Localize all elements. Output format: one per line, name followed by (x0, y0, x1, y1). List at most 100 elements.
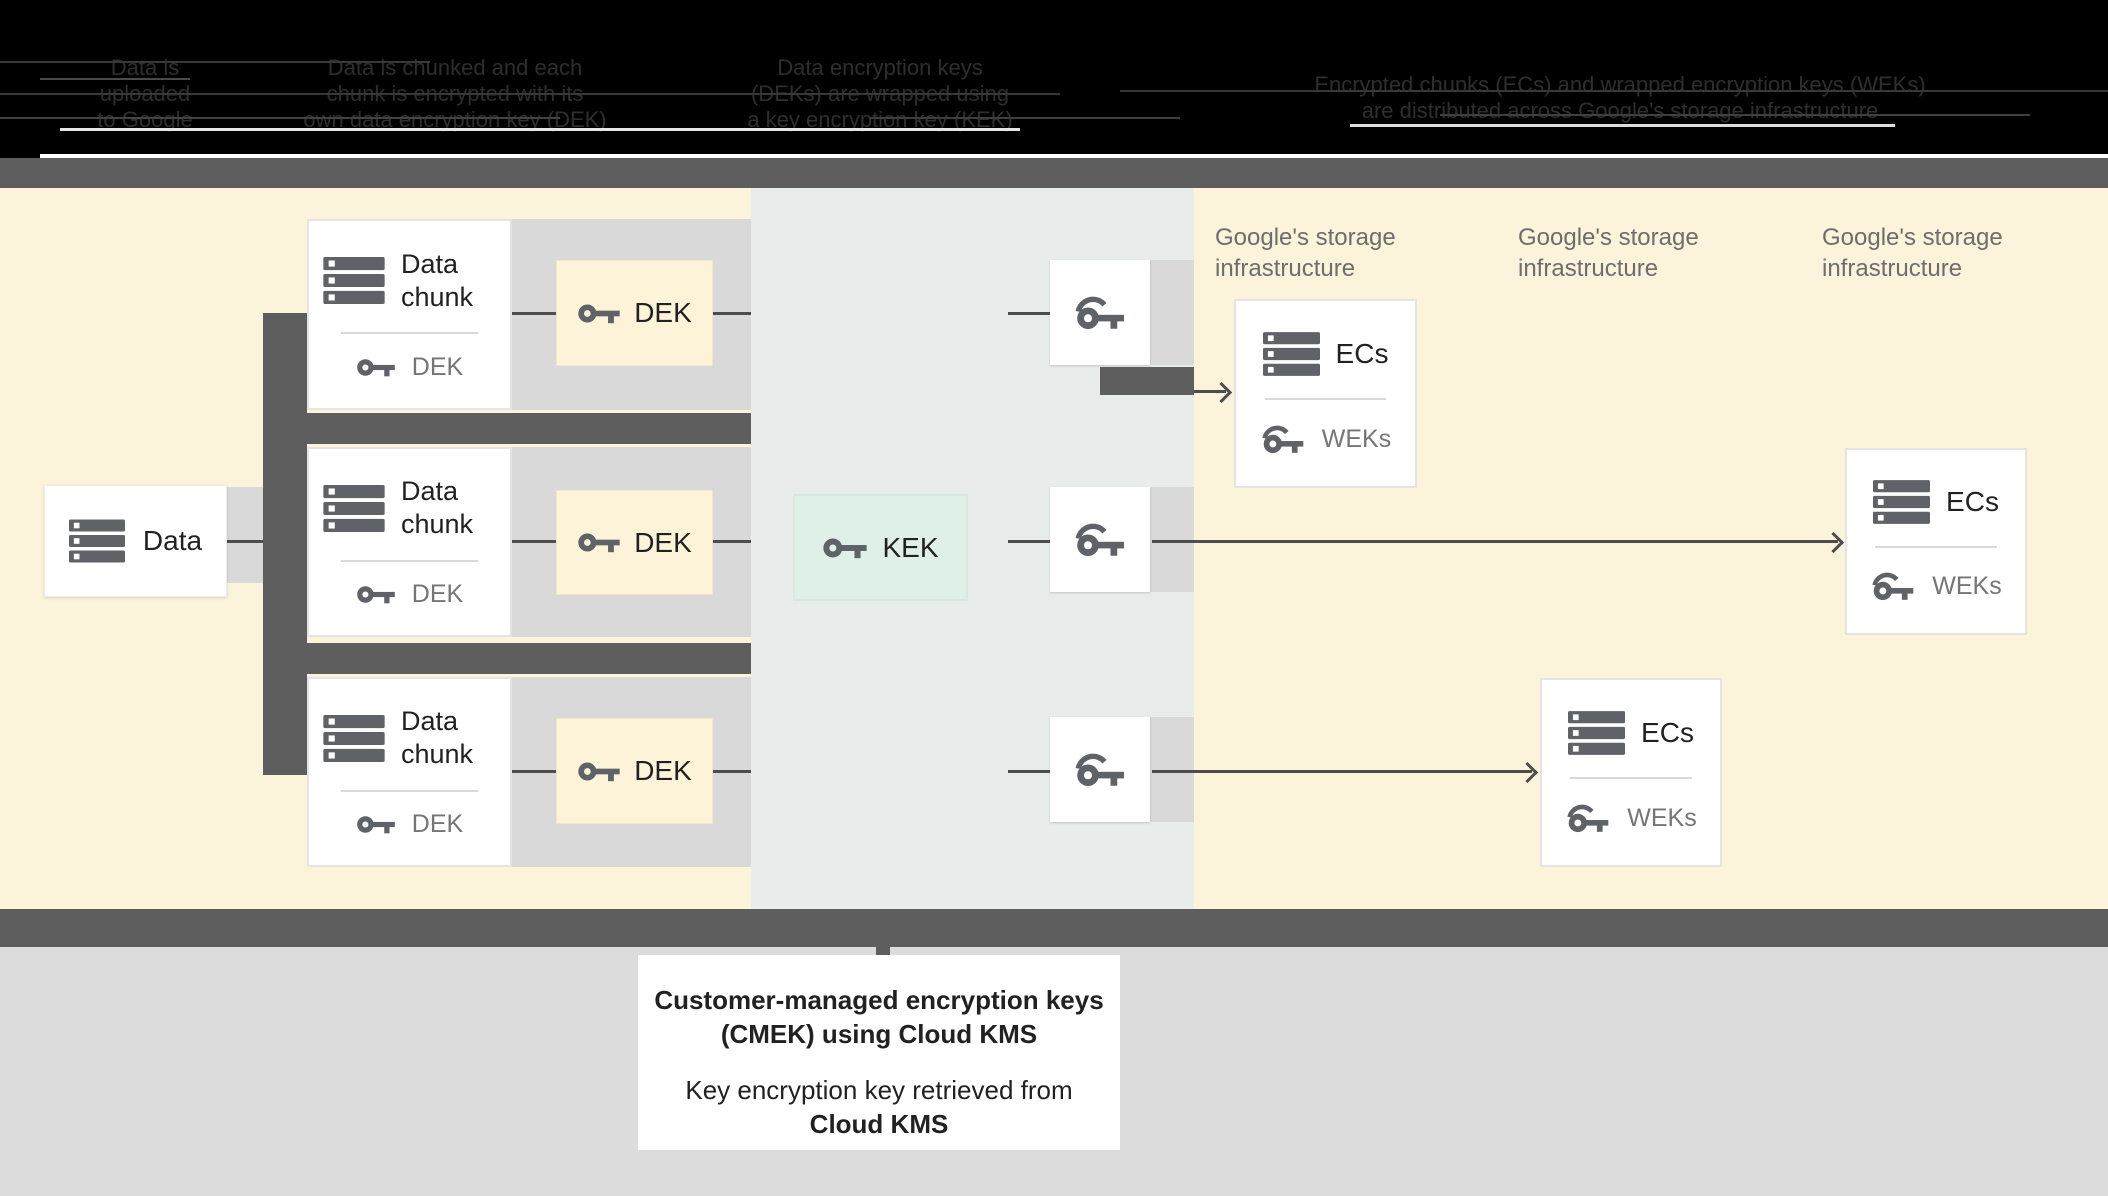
wrap-key-icon (1075, 296, 1124, 329)
data-chunk-label: Data chunk (401, 476, 474, 540)
wrap-key-icon (1075, 753, 1124, 786)
connector-line (713, 312, 751, 315)
caption-box: Customer-managed encryption keys (CMEK) … (638, 955, 1120, 1150)
arrow-to-ecs-2 (1152, 540, 1838, 543)
storage-label: Google's storage infrastructure (1215, 222, 1495, 284)
trunk-connector (263, 313, 307, 775)
caption-body-line: Cloud KMS (809, 1109, 949, 1139)
data-chunk-stack-icon (323, 714, 385, 762)
weks-label: WEKs (1321, 424, 1392, 453)
connector-line (713, 540, 751, 543)
data-chunk-stack-icon (323, 484, 385, 532)
chunk-dek-label: DEK (411, 352, 464, 381)
chunk-dek-label: DEK (411, 579, 464, 608)
ecs-divider (1264, 398, 1387, 400)
arrow-to-ecs-1 (1194, 390, 1226, 393)
ecs-box: ECs WEKs (1540, 678, 1722, 867)
data-box: Data (44, 485, 227, 597)
header-underline (1350, 124, 1895, 127)
key-box-bg (1150, 260, 1194, 365)
chunk-divider (341, 789, 478, 792)
thick-wrap-connector (1100, 367, 1194, 395)
caption-pointer-tab (876, 947, 890, 956)
top-divider-bar (0, 158, 2108, 188)
wrap-key-box (1050, 717, 1150, 822)
header-streak (1440, 114, 2030, 116)
storage-label: Google's storage infrastructure (1822, 222, 2102, 284)
dek-key-icon (578, 761, 620, 781)
storage-label-line: infrastructure (1215, 255, 1356, 282)
kek-key-icon (823, 538, 868, 558)
header-notch (0, 154, 40, 158)
storage-label-line: infrastructure (1822, 255, 1963, 282)
ecs-divider (1875, 546, 1997, 548)
data-stack-icon (68, 519, 125, 563)
wrap-key-box (1050, 260, 1150, 365)
connector-line (512, 540, 556, 543)
caption-title-line: Customer-managed encryption keys (654, 985, 1104, 1015)
connector-line (512, 312, 556, 315)
dek-key-icon (356, 586, 395, 604)
data-chunk-box: Data chunk DEK (307, 447, 512, 637)
connector-line (1008, 770, 1050, 773)
weks-key-icon (1872, 572, 1914, 601)
thick-connector-2 (263, 643, 751, 674)
caption-body-line: Key encryption key retrieved from (685, 1075, 1073, 1105)
storage-label: Google's storage infrastructure (1518, 222, 1798, 284)
data-chunk-stack-icon (323, 257, 385, 304)
header-text: to Google (97, 107, 193, 132)
dek-box-label: DEK (634, 297, 692, 328)
header-text: Data is chunked and each (327, 55, 583, 80)
dek-box: DEK (556, 490, 713, 595)
kek-box-label: KEK (882, 531, 939, 563)
chunk-dek-label: DEK (411, 809, 464, 838)
dek-key-icon (356, 816, 395, 834)
bottom-divider-bar (0, 909, 2108, 947)
data-chunk-box: Data chunk DEK (307, 219, 512, 410)
ecs-box-label: ECs (1641, 716, 1694, 748)
ecs-divider (1570, 777, 1692, 779)
header-text: a key encryption key (KEK) (747, 107, 1013, 132)
header-text: Data is (110, 55, 180, 80)
connector-line (1008, 540, 1050, 543)
header-text: Encrypted chunks (ECs) and wrapped encry… (1314, 72, 1926, 97)
header-underline (60, 128, 1020, 131)
dek-key-icon (578, 533, 620, 553)
data-chunk-label: Data chunk (401, 248, 474, 312)
thick-connector-1 (263, 413, 751, 444)
header-streak (0, 117, 560, 119)
ecs-box-label: ECs (1946, 486, 1999, 517)
diagram-canvas: Data Data chunk DEK (0, 188, 2108, 909)
caption-title-line: (CMEK) using Cloud KMS (720, 1019, 1038, 1049)
data-chunk-label: Data chunk (401, 706, 474, 770)
header-streak (40, 78, 190, 80)
header-band: Data is uploaded to Google Data is chunk… (0, 0, 2108, 154)
dek-key-icon (578, 303, 620, 323)
dek-box-label: DEK (634, 755, 692, 786)
header-text: Data encryption keys (777, 55, 983, 80)
storage-label-line: Google's storage (1822, 224, 2003, 251)
chunk-divider (341, 559, 478, 562)
storage-label-line: Google's storage (1518, 224, 1699, 251)
data-chunk-box: Data chunk DEK (307, 677, 512, 867)
dek-key-icon (356, 358, 395, 376)
data-connector-line (225, 540, 263, 543)
storage-label-line: Google's storage (1215, 224, 1396, 251)
ecs-stack-icon (1568, 710, 1626, 755)
wrap-key-box (1050, 487, 1150, 592)
arrow-to-ecs-3 (1152, 770, 1532, 773)
storage-label-line: infrastructure (1518, 255, 1659, 282)
dek-box-label: DEK (634, 526, 692, 558)
weks-key-icon (1567, 804, 1609, 832)
header-step-4: Encrypted chunks (ECs) and wrapped encry… (1290, 72, 1950, 124)
header-streak (0, 93, 1060, 95)
dek-box: DEK (556, 718, 713, 824)
connector-line (1008, 312, 1050, 315)
connector-line (713, 770, 751, 773)
chunk-divider (341, 332, 478, 334)
ecs-stack-icon (1262, 331, 1320, 376)
dek-box: DEK (556, 260, 713, 366)
ecs-box: ECs WEKs (1845, 448, 2027, 635)
header-text: are distributed across Google's storage … (1361, 98, 1879, 123)
